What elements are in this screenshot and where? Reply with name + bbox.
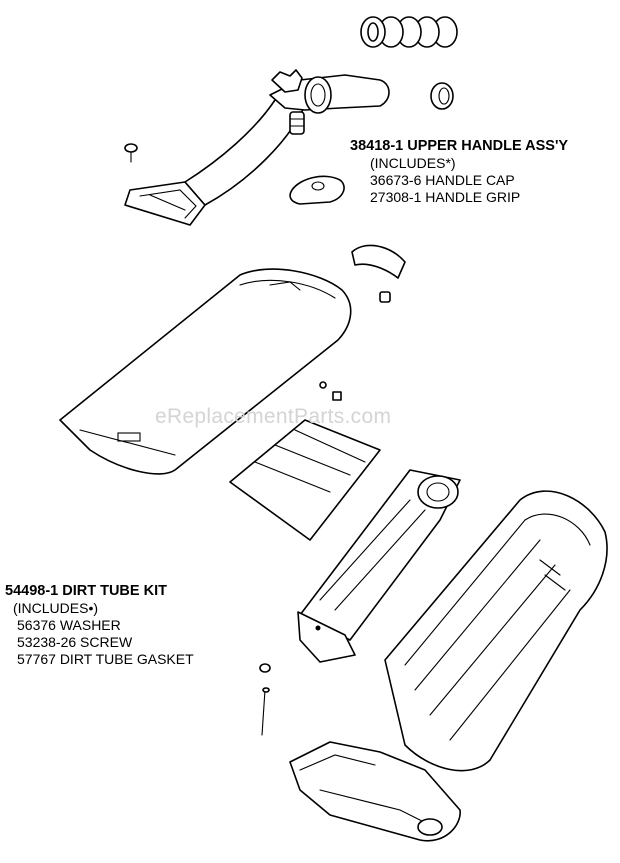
dirt-tube-kit-title: 54498-1 DIRT TUBE KIT [5,583,167,599]
kit-washer-screw [259,663,271,736]
base-plate [289,741,461,842]
handle-screw [124,143,138,163]
dirt-tube-kit-part-2: 53238-26 SCREW [17,634,133,650]
upper-handle-title: 38418-1 UPPER HANDLE ASS'Y [350,138,569,154]
upper-handle-assembly [124,69,390,226]
dirt-tube-kit-part-3: 57767 DIRT TUBE GASKET [17,651,194,667]
upper-handle-includes: (INCLUDES*) [370,155,456,171]
handle-cap [289,175,345,205]
small-parts [319,381,342,401]
dirt-tube [297,469,461,663]
dirt-tube-kit-includes: (INCLUDES•) [13,600,99,616]
latch [351,244,406,303]
handle-grip-rings [360,16,458,48]
filter-bag [229,419,381,541]
dirt-tube-kit-label: 54498-1 DIRT TUBE KIT (INCLUDES•) 56376 … [5,583,194,668]
main-body [384,490,608,772]
watermark-text: eReplacementParts.com [155,405,392,428]
upper-handle-part-1: 36673-6 HANDLE CAP [370,172,515,188]
handle-ring [430,82,454,110]
dirt-tube-kit-part-1: 56376 WASHER [17,617,121,633]
upper-handle-label: 38418-1 UPPER HANDLE ASS'Y (INCLUDES*) 3… [350,138,568,206]
upper-handle-part-2: 27308-1 HANDLE GRIP [370,189,521,205]
front-cover [59,268,352,475]
